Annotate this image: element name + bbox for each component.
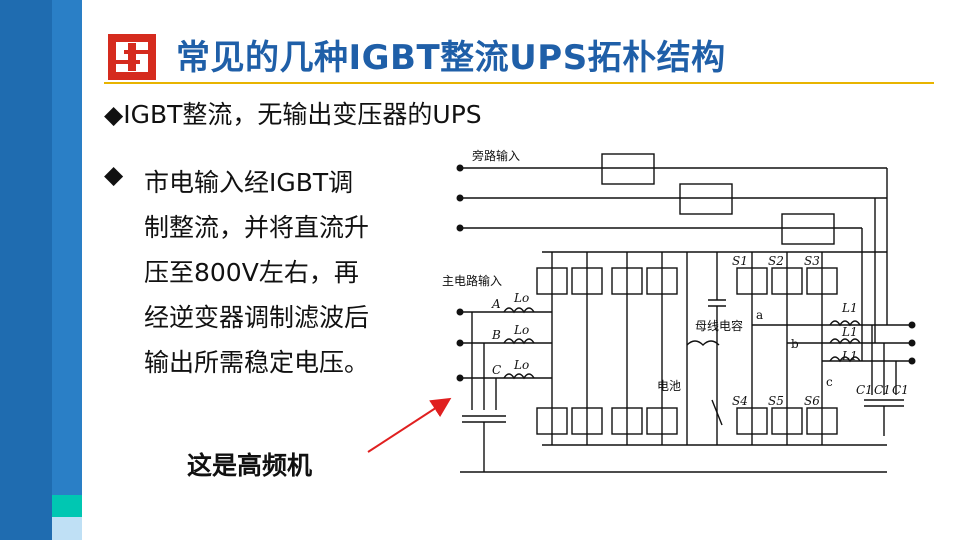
bullet-line: 制整流，并将直流升 bbox=[144, 213, 370, 242]
switch-label: S4 bbox=[732, 394, 748, 408]
main-input-label: 主电路输入 bbox=[442, 273, 502, 288]
node-label: a bbox=[756, 308, 763, 322]
pointer-arrow-icon bbox=[367, 397, 452, 453]
switch-label: S2 bbox=[768, 254, 784, 268]
inductor-label: Lo bbox=[513, 323, 529, 337]
callout-label: 这是高频机 bbox=[187, 451, 313, 480]
phase-label: B bbox=[491, 328, 501, 342]
bullet-line: 市电输入经IGBT调 bbox=[144, 168, 354, 197]
sidebar-decoration bbox=[0, 0, 82, 540]
switch-label: S5 bbox=[768, 394, 784, 408]
sidebar-pale-block bbox=[52, 517, 82, 540]
phase-label: A bbox=[491, 297, 501, 311]
company-logo-icon bbox=[108, 34, 156, 80]
bullet-body: 市电输入经IGBT调 制整流，并将直流升 压至800V左右，再 经逆变器调制滤波… bbox=[144, 160, 444, 385]
output-inductor-label: L1 bbox=[841, 349, 858, 363]
bullet-line: 输出所需稳定电压。 bbox=[144, 348, 370, 377]
output-inductor-label: L1 bbox=[841, 325, 858, 339]
bullet-line: 经逆变器调制滤波后 bbox=[144, 303, 370, 332]
switch-label: S1 bbox=[732, 254, 748, 268]
output-capacitor-label: C1 bbox=[856, 383, 873, 397]
bypass-input-label: 旁路输入 bbox=[472, 148, 520, 163]
switch-label: S6 bbox=[804, 394, 820, 408]
sidebar-teal-block bbox=[52, 495, 82, 517]
title-divider bbox=[104, 82, 934, 84]
bullet-marker: ◆ bbox=[104, 160, 124, 189]
inductor-label: Lo bbox=[513, 291, 529, 305]
sidebar-mid-band bbox=[52, 0, 82, 495]
ups-circuit-diagram: 旁路输入 主电路输入 A B C Lo Lo Lo 母线电容 电池 S1 S2 … bbox=[442, 148, 916, 473]
output-inductor-label: L1 bbox=[841, 301, 858, 315]
subheading: ◆IGBT整流，无输出变压器的UPS bbox=[104, 100, 482, 129]
bullet-line: 压至800V左右，再 bbox=[144, 258, 359, 287]
page-title: 常见的几种IGBT整流UPS拓朴结构 bbox=[176, 38, 726, 78]
output-capacitor-label: C1 bbox=[892, 383, 909, 397]
node-label: c bbox=[826, 375, 833, 389]
bus-capacitor-label: 母线电容 bbox=[695, 318, 743, 333]
inductor-label: Lo bbox=[513, 358, 529, 372]
node-label: b bbox=[791, 337, 799, 351]
output-capacitor-label: C1 bbox=[874, 383, 891, 397]
phase-label: C bbox=[492, 363, 501, 377]
switch-label: S3 bbox=[804, 254, 820, 268]
sidebar-dark-band bbox=[0, 0, 52, 540]
battery-label: 电池 bbox=[657, 379, 681, 393]
